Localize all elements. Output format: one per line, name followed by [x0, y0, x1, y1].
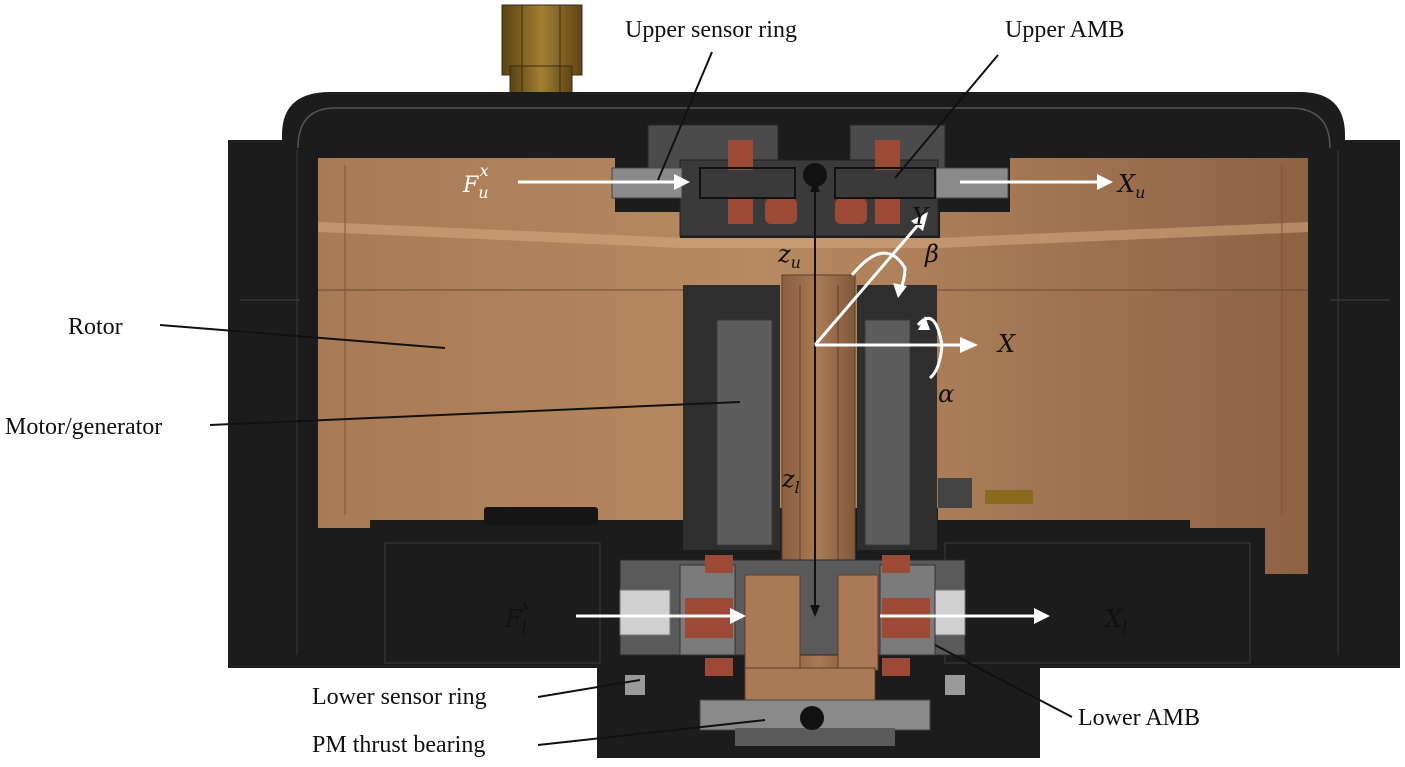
label-motor-generator: Motor/generator — [5, 414, 162, 440]
brass-fitting — [501, 4, 583, 97]
lower-bearing-assembly — [619, 555, 966, 746]
symbol-axis-x: X — [996, 330, 1016, 358]
label-upper-amb: Upper AMB — [1005, 17, 1124, 43]
label-lower-amb: Lower AMB — [1078, 705, 1200, 731]
label-lower-sensor-ring: Lower sensor ring — [312, 684, 487, 710]
symbol-force-upper: Fux — [462, 161, 489, 202]
symbol-axis-y: Y — [912, 203, 930, 231]
upper-bearing-assembly — [611, 124, 1009, 237]
label-upper-sensor-ring: Upper sensor ring — [625, 17, 797, 43]
lower-housing — [370, 478, 1265, 668]
coordinate-frame — [813, 212, 978, 380]
symbol-dist-upper: zu — [777, 240, 801, 272]
symbol-force-lower: Flx — [504, 596, 531, 637]
label-rotor: Rotor — [68, 314, 123, 340]
component-labels: Upper sensor ring Upper AMB Rotor Motor/… — [5, 17, 1200, 758]
label-pm-thrust-bearing: PM thrust bearing — [312, 732, 485, 758]
distance-arrows — [810, 180, 820, 617]
symbol-tilt-alpha: α — [938, 380, 954, 408]
motor-stator — [683, 285, 937, 550]
math-symbols: Fux Xu Flx Xl X Y α β zu zl — [462, 161, 1145, 637]
symbol-disp-lower: Xl — [1103, 605, 1127, 637]
force-arrows — [518, 174, 1113, 624]
leader-lines — [159, 51, 1073, 746]
symbol-disp-upper: Xu — [1116, 170, 1145, 202]
symbol-tilt-beta: β — [924, 240, 939, 268]
symbol-dist-lower: zl — [781, 465, 800, 497]
